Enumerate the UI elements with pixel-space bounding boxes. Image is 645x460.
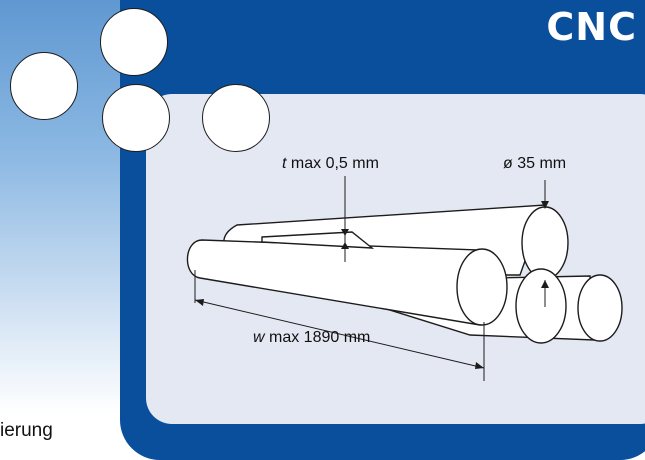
thickness-value: max 0,5 mm bbox=[286, 155, 378, 172]
tube-right-middle bbox=[515, 268, 567, 344]
diameter-label: ø 35 mm bbox=[503, 155, 566, 172]
decorative-circle bbox=[102, 84, 170, 152]
brand-title: CNC bbox=[546, 5, 637, 49]
decorative-circle bbox=[100, 8, 168, 76]
decorative-circle bbox=[202, 84, 270, 152]
decorative-circle bbox=[10, 52, 78, 120]
width-dimension bbox=[194, 270, 485, 381]
width-value: max 1890 mm bbox=[265, 329, 371, 346]
diameter-dimension bbox=[541, 180, 549, 307]
left-caption-text: ierung bbox=[0, 420, 53, 441]
tube-dimension-diagram: t max 0,5 mm ø 35 mm w max 1890 mm bbox=[186, 155, 623, 381]
tube-front bbox=[186, 239, 508, 326]
width-symbol: w bbox=[253, 329, 266, 346]
width-label: w max 1890 mm bbox=[253, 329, 370, 346]
thickness-symbol: t bbox=[282, 155, 287, 172]
thickness-dimension bbox=[341, 176, 349, 262]
thickness-label: t max 0,5 mm bbox=[282, 155, 379, 172]
